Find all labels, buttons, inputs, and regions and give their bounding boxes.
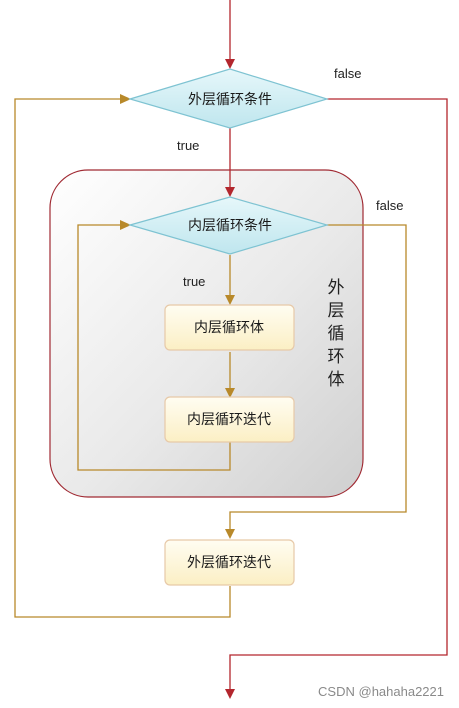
outer-iteration-label: 外层循环迭代 [187, 555, 271, 571]
outer-flow-lines [229, 0, 448, 690]
inner-body-label: 内层循环体 [194, 320, 264, 336]
outer-body-char: 层 [328, 301, 345, 321]
inner-iteration-node: 内层循环迭代 [164, 396, 295, 443]
outer-body-char: 环 [328, 347, 345, 367]
inner-iteration-label: 内层循环迭代 [187, 412, 271, 428]
inner-flow-arrowheads [120, 94, 235, 539]
inner-condition-label: 内层循环条件 [188, 217, 272, 234]
outer-body-vertical-label: 外 层 循 环 体 [328, 278, 345, 390]
arrow-into-outer-iteration [225, 529, 235, 539]
arrow-into-inner-condition [225, 187, 235, 197]
outer-condition-label: 外层循环条件 [188, 91, 272, 108]
arrow-loop-back-outer [120, 94, 131, 104]
arrow-exit-bottom [225, 689, 235, 699]
outer-body-char: 循 [328, 324, 345, 344]
arrow-into-inner-body [225, 295, 235, 305]
arrow-into-inner-iteration [225, 388, 235, 398]
inner-false-label: false [376, 198, 403, 213]
outer-flow-arrowheads [225, 59, 235, 699]
inner-flow-lines [14, 98, 407, 618]
inner-body-node: 内层循环体 [164, 304, 295, 351]
outer-body-char: 外 [328, 278, 345, 298]
outer-true-label: true [177, 138, 199, 153]
outer-body-char: 体 [328, 370, 345, 390]
outer-iteration-node: 外层循环迭代 [164, 539, 295, 586]
arrow-loop-back-inner [120, 220, 131, 230]
watermark: CSDN @hahaha2221 [318, 684, 444, 699]
inner-condition-node: 内层循环条件 [127, 196, 330, 255]
arrow-into-outer-condition [225, 59, 235, 69]
outer-false-label: false [334, 66, 361, 81]
inner-true-label: true [183, 274, 205, 289]
outer-condition-node: 外层循环条件 [127, 68, 330, 129]
